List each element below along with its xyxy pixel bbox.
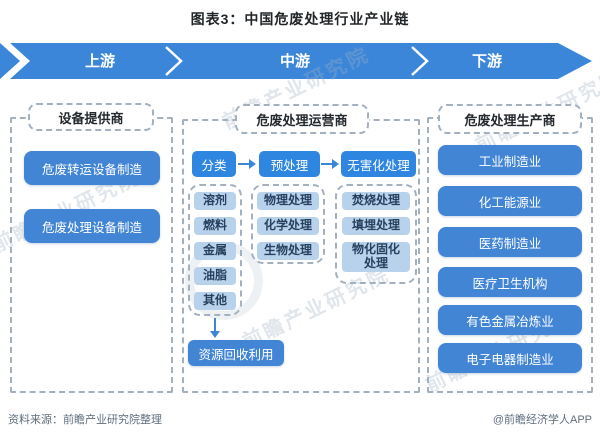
classification-item: 溶剂 [194,192,236,210]
downstream-node: 医疗卫生机构 [438,267,582,297]
chevron-separator-icon [411,46,429,76]
downstream-node: 医药制造业 [438,227,582,257]
banner-segment-midstream: 中游 [280,52,310,70]
harmless-items-group: 焚烧处理 填埋处理 物化固化处理 [335,184,417,284]
classification-item: 其他 [194,292,236,310]
source-note: 资料来源：前瞻产业研究院整理 [8,414,162,426]
page-title: 图表3：中国危废处理行业产业链 [190,11,410,27]
stage-classification: 分类 [192,151,236,177]
classification-item: 燃料 [194,217,236,235]
harmless-item: 焚烧处理 [342,192,410,210]
harmless-item: 填埋处理 [342,217,410,235]
banner-segment-downstream: 下游 [472,52,502,70]
flow-arrow-icon [238,159,256,169]
downstream-node: 化工能源业 [438,186,582,216]
down-arrow-icon [210,318,220,338]
credit-note: @前瞻经济学人APP [492,414,592,426]
pretreatment-item: 化学处理 [257,217,319,235]
banner-bar [10,43,592,79]
banner-left-chevron-icon [0,43,20,79]
midstream-header: 危废处理运营商 [235,104,369,134]
chevron-separator-icon [165,46,183,76]
chain-banner-arrow: 上游 中游 下游 [0,43,592,79]
harmless-item: 物化固化处理 [342,242,410,272]
stage-pretreatment: 预处理 [259,151,320,177]
upstream-header: 设备提供商 [28,103,154,131]
downstream-node: 电子电器制造业 [438,343,582,373]
upstream-node: 危废转运设备制造 [24,151,160,185]
classification-item: 油脂 [194,267,236,285]
pretreatment-item: 物理处理 [257,192,319,210]
banner-segment-upstream: 上游 [85,52,115,70]
pretreatment-item: 生物处理 [257,242,319,260]
recycle-node: 资源回收利用 [188,340,284,366]
upstream-node: 危废处理设备制造 [24,209,160,243]
flow-arrow-icon [321,159,339,169]
stage-harmless-treatment: 无害化处理 [341,151,416,177]
classification-item: 金属 [194,242,236,260]
downstream-header: 危废处理生产商 [438,104,582,134]
pretreatment-items-group: 物理处理 化学处理 生物处理 [251,184,325,264]
downstream-node: 工业制造业 [438,145,582,175]
classification-items-group: 溶剂 燃料 金属 油脂 其他 [188,184,242,316]
downstream-node: 有色金属冶炼业 [438,305,582,335]
